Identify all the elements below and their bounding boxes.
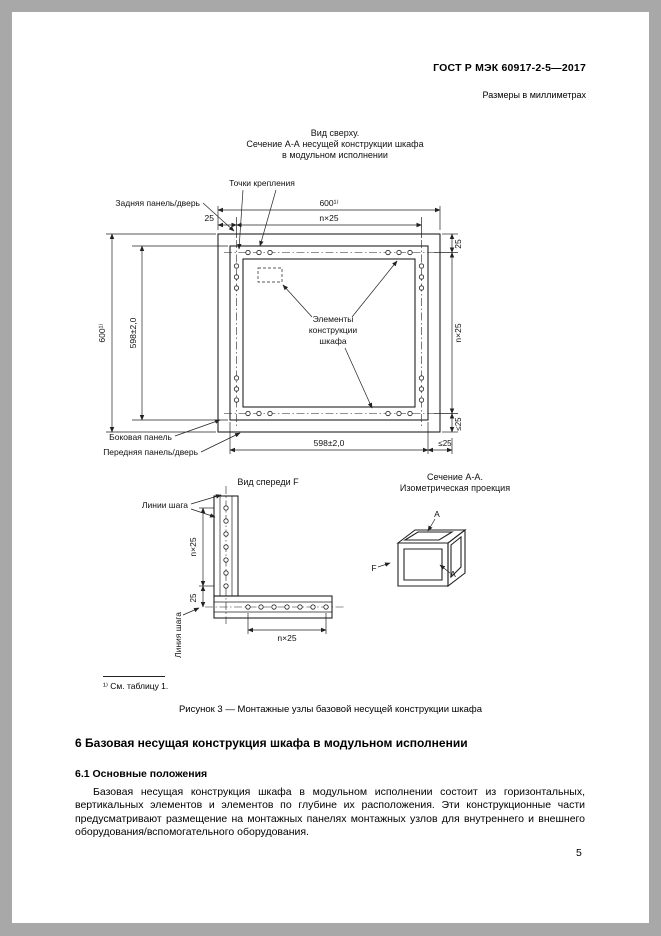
dim-height-frame-label: 598±2,0 [128,317,138,348]
dim-right-max-label: ≤25 [454,417,463,431]
doc-code: ГОСТ Р МЭК 60917-2-5—2017 [433,62,586,74]
front-view-callouts: Линии шага Линия шага [142,494,222,658]
dim-height-overall-label: 600¹⁾ [97,323,107,342]
front-view: Вид спереди F [142,477,344,658]
iso-cube [396,528,467,588]
top-view-dimensions: 600¹⁾ 25 n×25 25 n×25 ≤25 [97,198,463,454]
footnote-rule [103,676,165,677]
dim-right-pitch-label: n×25 [453,323,463,342]
iso-view: Сечение А-А. Изометрическая проекция А А… [371,472,510,588]
front-panel-label: Передняя панель/дверь [103,447,198,457]
iso-section-arrows: А А F [371,509,456,579]
figure-3-drawing: Вид сверху. Сечение А-А несущей конструк… [97,128,510,658]
corner-members [213,495,333,619]
top-view-callouts: Точки крепления Задняя панель/дверь Элем… [103,178,398,457]
iso-view-title-line1: Сечение А-А. [427,472,483,482]
dim-bottom-frame-label: 598±2,0 [314,438,345,448]
page-number: 5 [576,847,582,859]
pitch-line-label: Линия шага [173,612,183,658]
dim-bottom-max-label: ≤25 [438,439,452,448]
front-view-holes [223,505,329,610]
frame-elements-label-line1: Элементы [313,314,354,324]
front-view-dimensions: n×25 25 n×25 [188,507,327,643]
body-paragraph: Базовая несущая конструкция шкафа в моду… [75,786,585,839]
frame-elements-label-line2: конструкции [309,325,358,335]
pitch-lines-label: Линии шага [142,500,188,510]
page [12,12,649,923]
iso-view-title-line2: Изометрическая проекция [400,483,510,493]
mounting-points-label: Точки крепления [229,178,295,188]
top-view: Вид сверху. Сечение А-А несущей конструк… [97,128,463,457]
top-view-title-line1: Вид сверху. [311,128,359,138]
mounting-holes [233,249,425,417]
front-view-title: Вид спереди F [237,477,299,487]
frame-elements-label-line3: шкафа [319,336,346,346]
front-direction-f-label: F [371,563,376,573]
section-a-label-top: А [434,509,440,519]
dim-width-overall-label: 600¹⁾ [319,198,338,208]
cabinet-outline [217,233,441,433]
footnote-text: ¹⁾ См. таблицу 1. [103,681,169,691]
figure-caption: Рисунок 3 — Монтажные узлы базовой несущ… [178,704,483,715]
section-heading: 6 Базовая несущая конструкция шкафа в мо… [75,736,468,750]
dimensions-note: Размеры в миллиметрах [482,90,586,100]
back-panel-label: Задняя панель/дверь [115,198,200,208]
section-a-label-side: А [450,569,456,579]
dim-front-v-pitch-label: n×25 [188,537,198,556]
dim-top-pitch-label: n×25 [319,213,338,223]
dim-top-offset-label: 25 [205,213,215,223]
dim-right-offset-label: 25 [453,239,463,249]
dim-front-h-pitch-label: n×25 [277,633,296,643]
side-panel-label: Боковая панель [109,432,172,442]
dim-front-v-offset-label: 25 [189,593,198,602]
subsection-heading: 6.1 Основные положения [75,768,208,780]
top-view-title-line2: Сечение А-А несущей конструкции шкафа [246,139,423,149]
top-view-title-line3: в модульном исполнении [282,150,388,160]
